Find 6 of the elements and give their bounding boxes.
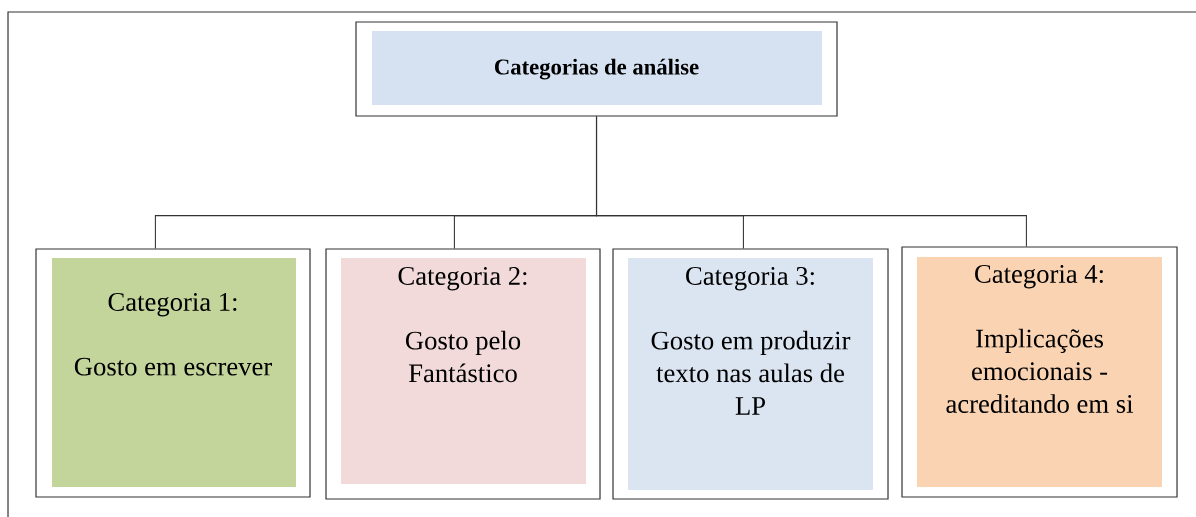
category-box: Categoria 1: Gosto em escrever (35, 248, 311, 498)
category-box: Categoria 3: Gosto em produzir texto nas aulas de LP (612, 248, 889, 500)
category-box: Categoria 2: Gosto pelo Fantástico (325, 248, 601, 500)
category-box: Categoria 4: Implicações emocionais - acreditando em si (901, 246, 1178, 498)
connector-line (595, 116, 1027, 247)
title-box: Categorias de análise (355, 21, 838, 117)
